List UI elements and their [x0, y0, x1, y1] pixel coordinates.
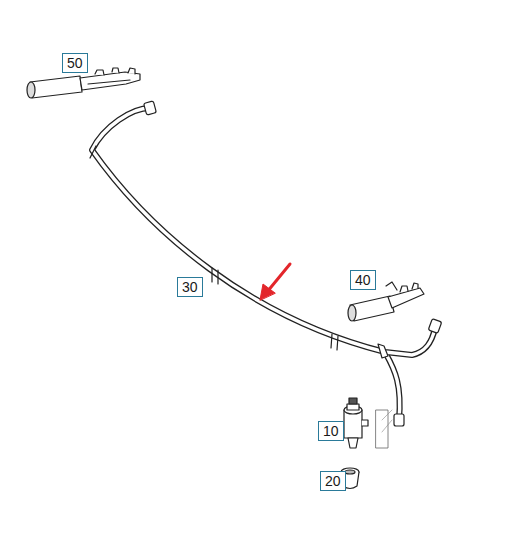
- callout-number: 40: [350, 270, 376, 290]
- callout-number: 50: [62, 53, 88, 73]
- callout-number: 10: [318, 421, 344, 441]
- callout-number: 20: [320, 471, 346, 491]
- callout-number: 30: [177, 277, 203, 297]
